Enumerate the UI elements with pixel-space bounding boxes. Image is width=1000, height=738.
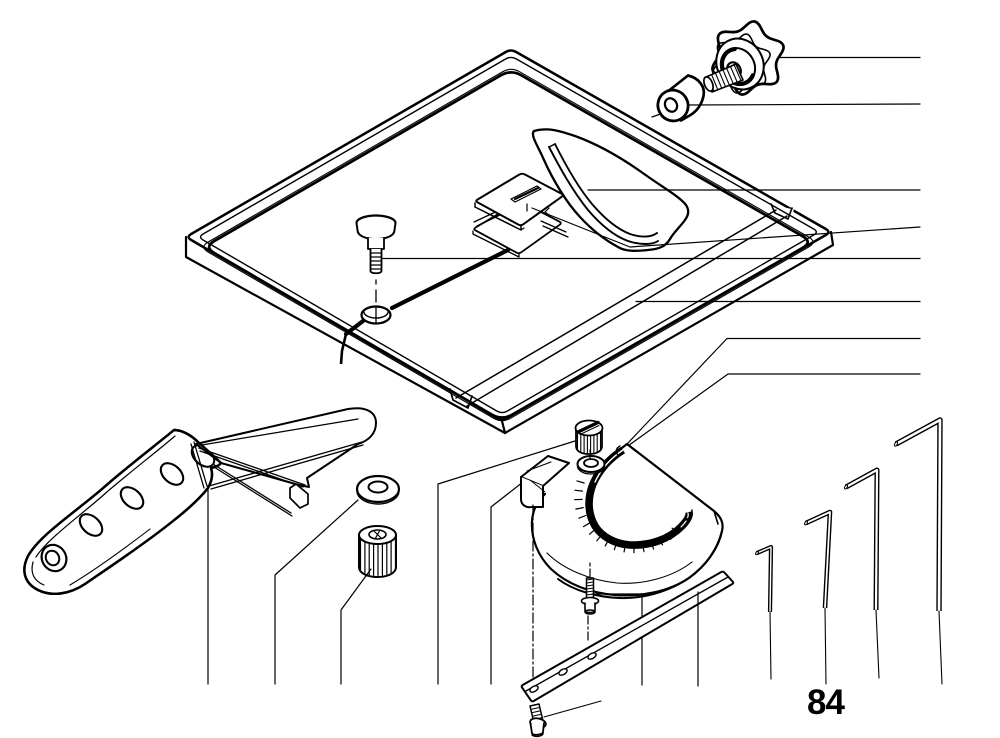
svg-text:84: 84 xyxy=(807,683,845,722)
